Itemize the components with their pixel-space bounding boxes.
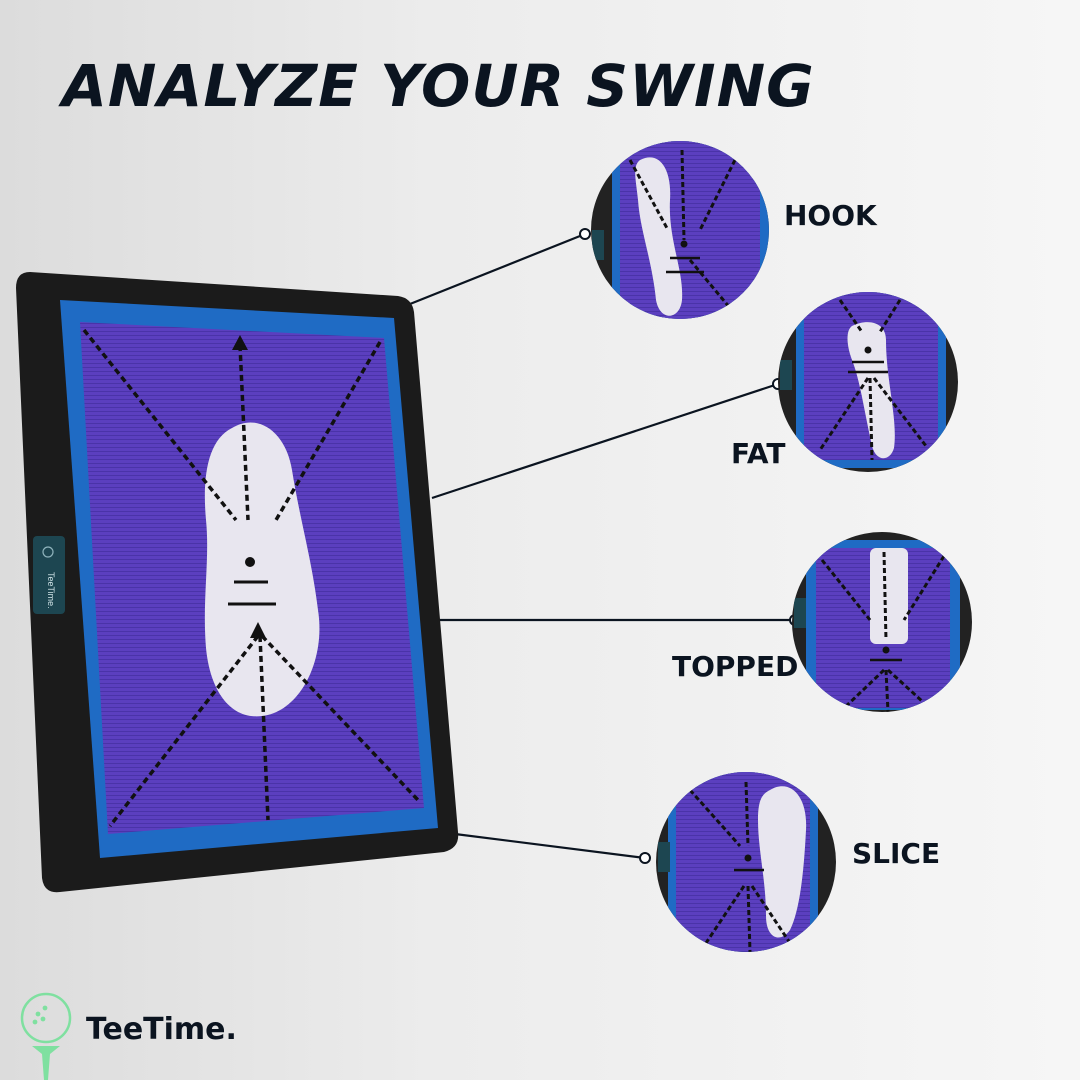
connector-lines (409, 232, 795, 860)
callout-fat-image (778, 292, 958, 472)
callout-label-fat: FAT (731, 437, 786, 470)
callout-topped-image (792, 532, 972, 712)
headline: ANALYZE YOUR SWING (62, 52, 815, 120)
callout-hook-image (591, 141, 769, 319)
callout-label-slice: SLICE (852, 837, 941, 870)
connector-dots (579, 228, 801, 864)
mat-side-tab-text: TeeTime. (46, 572, 56, 609)
callout-label-topped: TOPPED (672, 650, 799, 683)
golf-ball-on-tee-icon (20, 992, 72, 1080)
swing-mat: TeeTime. (16, 272, 459, 893)
callout-label-hook: HOOK (784, 199, 877, 232)
brand-name: TeeTime. (86, 1012, 237, 1047)
callout-slice-image (656, 772, 836, 952)
